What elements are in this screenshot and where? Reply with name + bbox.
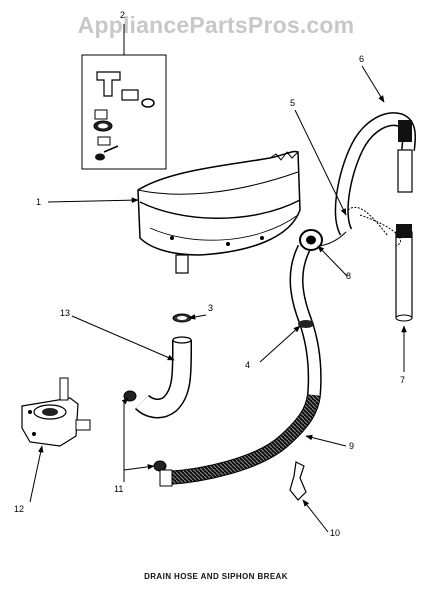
tub-outlet-clamp <box>172 254 192 323</box>
pump <box>21 377 91 447</box>
callout-12: 12 <box>14 504 25 514</box>
hose-clip <box>289 461 307 501</box>
callout-1: 1 <box>36 197 42 207</box>
callout-7: 7 <box>400 375 406 385</box>
callout-4: 4 <box>245 360 251 370</box>
j-hose <box>134 336 193 419</box>
callout-6: 6 <box>359 54 365 64</box>
callout-11: 11 <box>114 484 124 494</box>
callout-5: 5 <box>290 98 296 108</box>
callout-9: 9 <box>349 441 355 451</box>
siphon-break <box>299 112 416 322</box>
drain-hose <box>159 244 322 487</box>
callout-10: 10 <box>330 528 341 538</box>
grommet <box>299 229 323 251</box>
callout-3: 3 <box>208 303 214 313</box>
callout-8: 8 <box>346 271 352 281</box>
callout-2: 2 <box>120 10 126 20</box>
tub <box>137 150 301 256</box>
leader-lines <box>29 24 407 533</box>
callout-13: 13 <box>60 308 71 318</box>
detail-box <box>81 54 167 170</box>
diagram-caption: DRAIN HOSE AND SIPHON BREAK <box>144 572 288 581</box>
